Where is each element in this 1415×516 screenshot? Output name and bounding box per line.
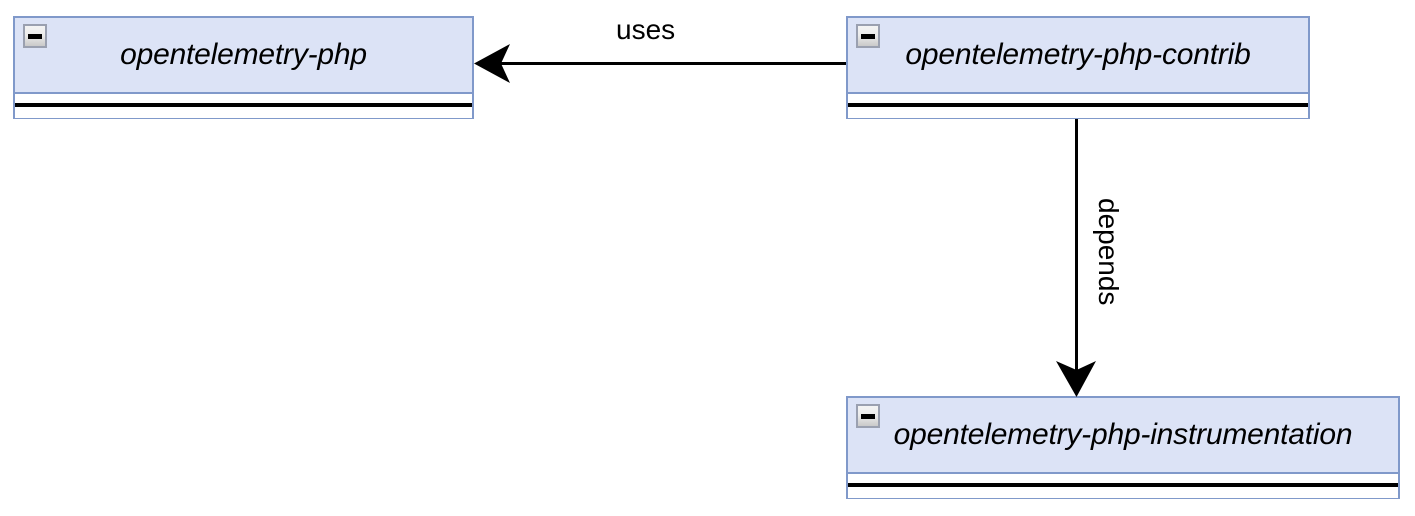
compartment-divider <box>848 103 1308 107</box>
minus-bar <box>861 413 875 419</box>
node-title: opentelemetry-php-instrumentation <box>893 418 1353 451</box>
edge-depends-line <box>1075 119 1078 377</box>
component-node-opentelemetry-php[interactable]: opentelemetry-php <box>13 16 474 119</box>
compartment-divider <box>848 483 1398 487</box>
node-header: opentelemetry-php-instrumentation <box>848 398 1398 474</box>
collapse-minus-icon[interactable] <box>856 24 880 48</box>
edge-uses-label: uses <box>616 14 676 45</box>
component-node-opentelemetry-php-instrumentation[interactable]: opentelemetry-php-instrumentation <box>846 396 1400 499</box>
node-title: opentelemetry-php <box>120 38 367 71</box>
node-compartments <box>848 94 1308 118</box>
collapse-minus-icon[interactable] <box>23 24 47 48</box>
edge-uses-line <box>490 62 846 65</box>
compartment-divider <box>15 103 472 107</box>
edge-depends-label: depends <box>1093 198 1124 306</box>
node-header: opentelemetry-php <box>15 18 472 94</box>
node-title: opentelemetry-php-contrib <box>905 38 1251 71</box>
collapse-minus-icon[interactable] <box>856 404 880 428</box>
node-compartments <box>15 94 472 118</box>
minus-bar <box>28 33 42 39</box>
node-header: opentelemetry-php-contrib <box>848 18 1308 94</box>
component-node-opentelemetry-php-contrib[interactable]: opentelemetry-php-contrib <box>846 16 1310 119</box>
minus-bar <box>861 33 875 39</box>
node-compartments <box>848 474 1398 498</box>
